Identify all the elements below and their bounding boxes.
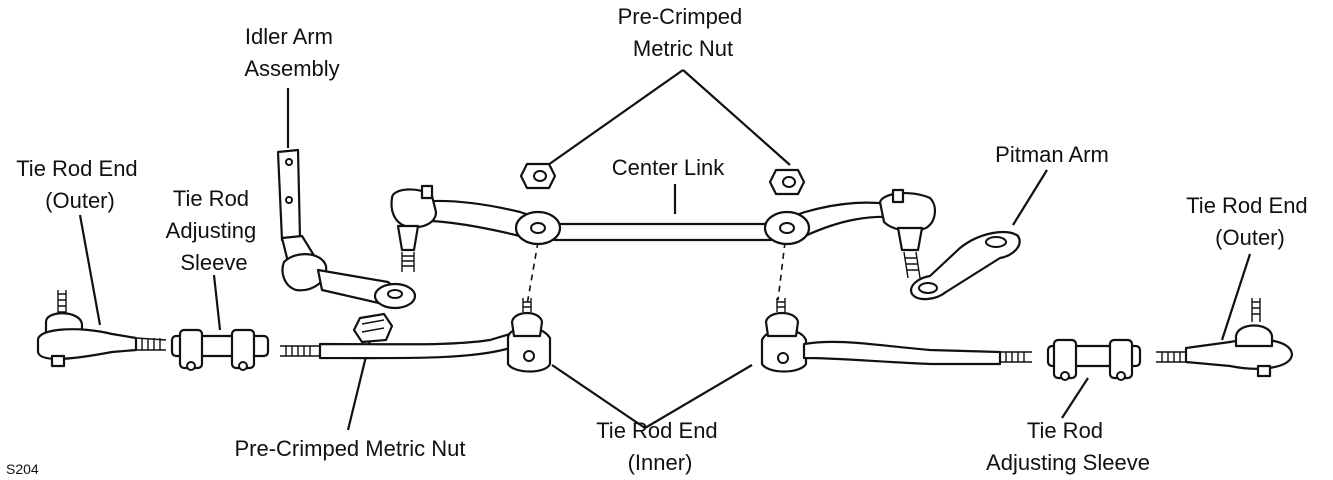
tie-rod-adjusting-sleeve-right <box>1046 338 1142 381</box>
label-idler-arm-assembly: Idler Arm Assembly <box>244 24 339 81</box>
label-tie-rod-end-outer-left: Tie Rod End (Outer) <box>16 156 144 213</box>
tie-rod-end-outer-left <box>36 290 167 368</box>
label-center-link: Center Link <box>612 155 726 180</box>
tie-rod-inner-left <box>280 298 552 373</box>
figure-id: S204 <box>6 461 39 477</box>
leader-inner-left <box>551 364 646 429</box>
alignment-line-left <box>526 241 539 306</box>
pre-crimped-nut-top-left <box>519 162 557 190</box>
leader-inner-right <box>644 364 753 429</box>
label-tie-rod-end-outer-right: Tie Rod End (Outer) <box>1186 193 1314 250</box>
center-link <box>390 184 936 279</box>
leader-nut-top-right <box>682 69 791 166</box>
label-tie-rod-adjusting-sleeve-left: Tie Rod Adjusting Sleeve <box>166 186 263 275</box>
leader-lines <box>78 69 1252 431</box>
label-pitman-arm: Pitman Arm <box>995 142 1109 167</box>
leader-outer-right <box>1220 253 1252 341</box>
leader-nut-top-left <box>547 69 684 166</box>
leader-sleeve-right <box>1061 377 1089 419</box>
leader-outer-left <box>78 214 102 326</box>
pre-crimped-nut-bottom <box>352 312 394 344</box>
pitman-arm <box>910 230 1021 301</box>
leader-pitman-arm <box>1012 169 1048 226</box>
tie-rod-end-outer-right <box>1156 298 1294 378</box>
label-tie-rod-adjusting-sleeve-right: Tie Rod Adjusting Sleeve <box>986 418 1150 475</box>
label-tie-rod-end-inner: Tie Rod End (Inner) <box>596 418 724 475</box>
pre-crimped-nut-top-right <box>768 168 806 196</box>
idler-arm-assembly <box>276 148 417 310</box>
label-pre-crimped-metric-nut-top: Pre-Crimped Metric Nut <box>618 4 749 61</box>
alignment-line-right <box>777 241 786 301</box>
tie-rod-inner-right <box>760 298 1032 373</box>
leader-sleeve-left <box>212 274 222 331</box>
label-pre-crimped-metric-nut-bottom: Pre-Crimped Metric Nut <box>234 436 465 461</box>
tie-rod-adjusting-sleeve-left <box>170 328 270 371</box>
